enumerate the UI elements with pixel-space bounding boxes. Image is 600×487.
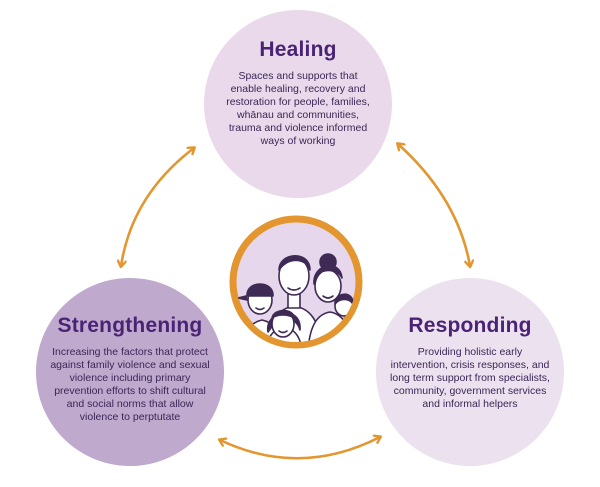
strengthening-circle: Strengthening Increasing the factors tha… — [36, 278, 224, 466]
family-illustration-icon — [229, 215, 363, 349]
arrow-strengthening-responding — [220, 437, 380, 460]
responding-title: Responding — [408, 314, 532, 337]
strengthening-description: Increasing the factors that protect agai… — [50, 346, 210, 423]
arrow-healing-responding — [398, 144, 470, 266]
healing-description: Spaces and supports that enable healing,… — [226, 70, 370, 147]
responding-description: Providing holistic early intervention, c… — [390, 346, 550, 410]
healing-circle: Healing Spaces and supports that enable … — [204, 10, 392, 198]
healing-title: Healing — [259, 38, 337, 61]
responding-circle: Responding Providing holistic early inte… — [376, 278, 564, 466]
arrow-healing-strengthening — [121, 148, 194, 266]
strengthening-title: Strengthening — [57, 314, 203, 337]
